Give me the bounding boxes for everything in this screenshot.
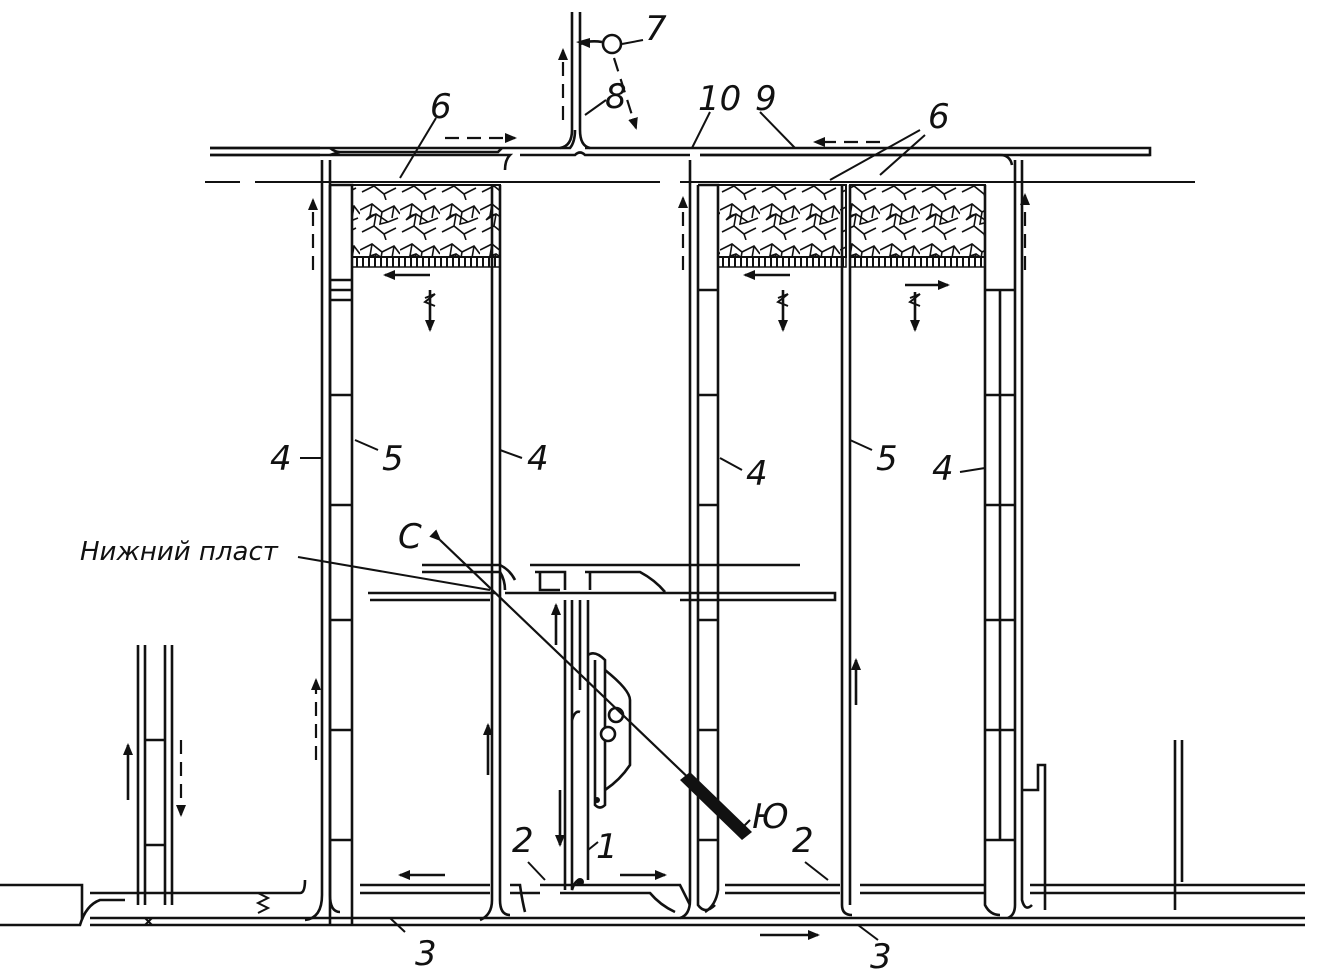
goaf-zone-middle [717, 184, 847, 268]
shaft-8 [559, 12, 623, 150]
leader-lines [297, 39, 986, 941]
stub-workings-right [1022, 740, 1184, 910]
label-8: 8 [605, 77, 627, 117]
airflow-arrows [123, 48, 1030, 940]
label-5-a: 5 [382, 439, 404, 479]
goaf-zone-right [849, 184, 986, 268]
incline-4-center [479, 185, 511, 922]
label-lower-seam: Нижний пласт [80, 537, 279, 567]
label-1: 1 [596, 827, 618, 867]
label-4-d: 4 [932, 449, 954, 489]
incline-4-left [304, 160, 354, 925]
label-10: 10 [698, 79, 741, 119]
label-3-a: 3 [415, 934, 437, 974]
label-6-right: 6 [928, 97, 950, 137]
label-6-left: 6 [430, 87, 452, 127]
label-4-c: 4 [746, 454, 768, 494]
incline-4-mid [679, 160, 720, 920]
label-5-b: 5 [876, 439, 898, 479]
main-haulage-3 [0, 879, 1305, 927]
labels: 6 6 7 8 9 10 4 5 4 4 5 4 Нижний пласт С … [80, 9, 954, 975]
upper-drift [210, 129, 1152, 171]
incline-4-right [983, 160, 1033, 920]
label-4-a: 4 [270, 439, 292, 479]
label-north: С [398, 517, 422, 557]
lower-seam-workings [368, 563, 837, 891]
label-4-b: 4 [527, 439, 549, 479]
label-south: Ю [752, 797, 789, 837]
incline-5-right [840, 185, 853, 917]
label-7: 7 [645, 9, 667, 49]
label-2-b: 2 [792, 821, 814, 861]
goaf-zone-left [351, 184, 501, 268]
north-south-axis [429, 529, 752, 840]
label-3-b: 3 [870, 937, 892, 975]
label-2-a: 2 [512, 821, 534, 861]
label-9: 9 [755, 79, 777, 119]
stub-workings-left [136, 645, 174, 905]
